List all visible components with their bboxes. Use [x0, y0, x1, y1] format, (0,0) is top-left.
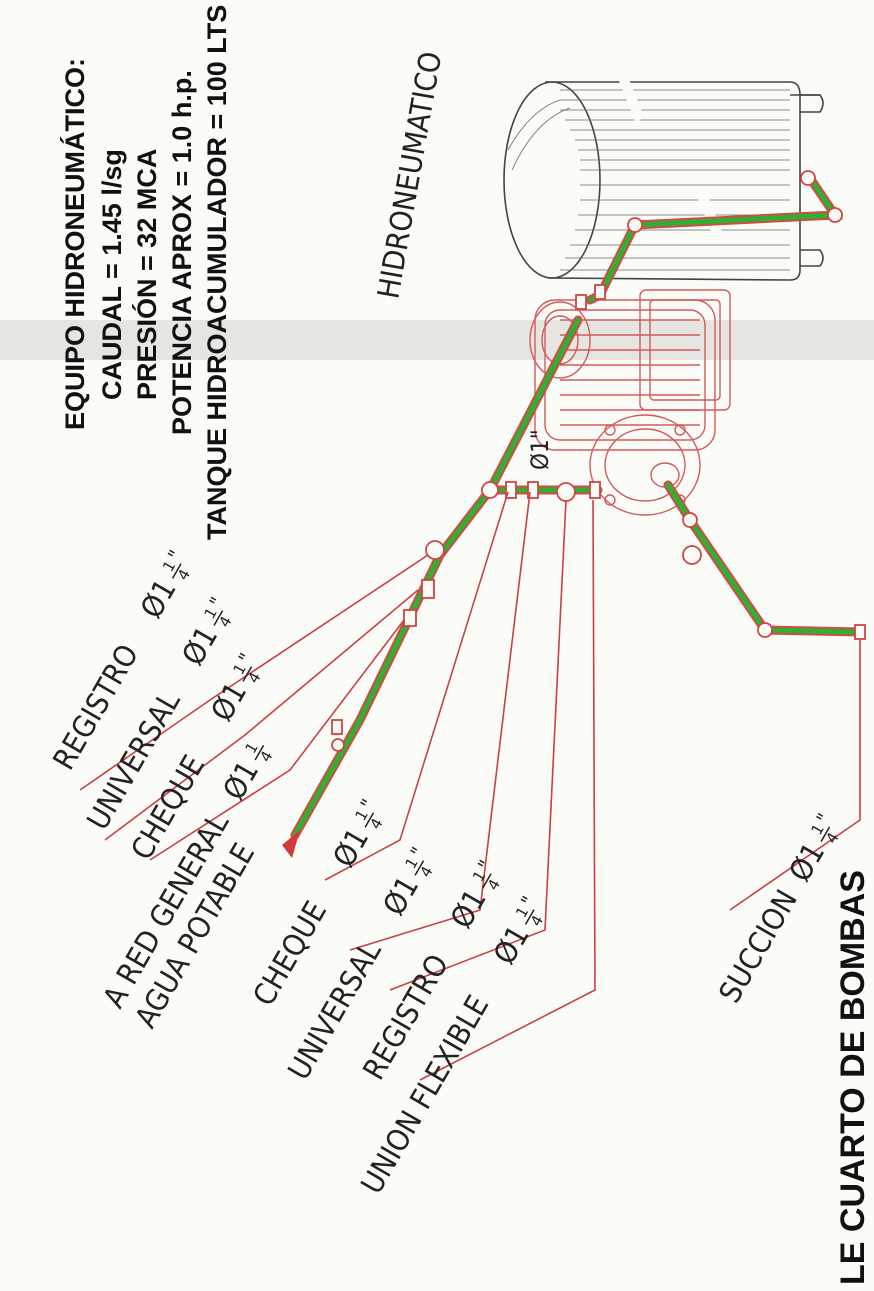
paper-fold: [0, 320, 874, 360]
callout-registro-1: REGISTRO Ø1 1 4 ": [47, 546, 194, 776]
check-discharge: [403, 609, 417, 627]
spec-potencia: POTENCIA APROX = 1.0 h.p.: [167, 70, 197, 435]
tank-label: HIDRONEUMATICO: [371, 49, 449, 301]
svg-text:4: 4: [366, 815, 386, 832]
pump-motor: [529, 289, 731, 516]
pipe-size-label: Ø1": [526, 429, 554, 470]
network-arrow: [282, 830, 300, 858]
svg-text:Ø1: Ø1: [377, 871, 427, 922]
svg-text:4: 4: [527, 912, 547, 929]
spec-title: EQUIPO HIDRONEUMÁTICO:: [59, 58, 90, 430]
svg-text:4: 4: [484, 876, 504, 893]
svg-text:CHEQUE: CHEQUE: [247, 896, 334, 1012]
svg-text:Ø1: Ø1: [217, 755, 267, 806]
valve-registro-pump: [556, 482, 576, 502]
svg-text:SUCCION: SUCCION: [713, 884, 805, 1009]
svg-text:Ø1: Ø1: [487, 920, 537, 971]
svg-text:Ø1: Ø1: [205, 677, 255, 728]
spec-tanque: TANQUE HIDROACUMULADOR = 100 LTS: [202, 5, 232, 540]
footer-title: LE CUARTO DE BOMBAS: [834, 870, 872, 1285]
svg-text:Ø1: Ø1: [327, 823, 377, 874]
svg-text:4: 4: [215, 613, 235, 630]
union-discharge: [421, 579, 435, 599]
spec-presion: PRESIÓN = 32 MCA: [131, 149, 162, 400]
svg-text:4: 4: [174, 566, 194, 583]
valve-suction: [682, 545, 702, 565]
svg-text:4: 4: [416, 863, 436, 880]
valve-registro-discharge: [425, 540, 445, 560]
svg-text:Ø1: Ø1: [134, 574, 184, 625]
equipment-spec: EQUIPO HIDRONEUMÁTICO:: [59, 58, 90, 430]
svg-text:4: 4: [244, 669, 264, 686]
hydro-tank: [503, 68, 824, 281]
fittings: [282, 170, 866, 858]
svg-text:Ø1: Ø1: [444, 884, 494, 935]
svg-text:UNION FLEXIBLE: UNION FLEXIBLE: [355, 990, 497, 1200]
svg-text:4: 4: [256, 748, 276, 765]
spec-caudal: CAUDAL = 1.45 l/sg: [97, 149, 127, 400]
leader-lines: [79, 491, 861, 1081]
svg-text:Ø1: Ø1: [176, 621, 226, 672]
